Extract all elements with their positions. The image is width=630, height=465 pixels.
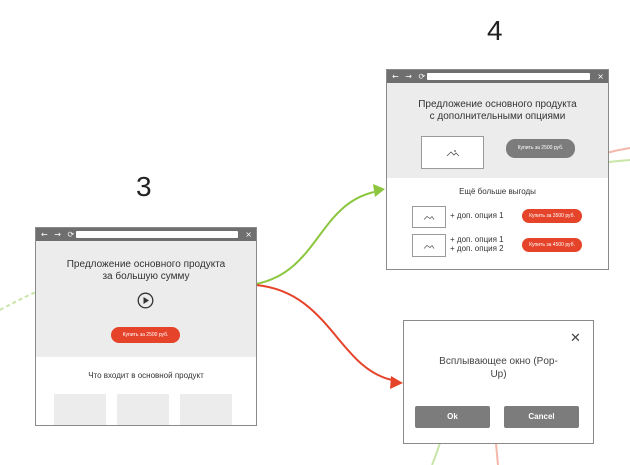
option1-image [412, 206, 446, 228]
close-icon[interactable]: × [597, 72, 604, 81]
option2-label-line1: + доп. опция 1 [450, 235, 504, 244]
step4-title-line2: с дополнительными опциями [429, 111, 566, 122]
faded-bottom-line-green [431, 442, 441, 465]
faded-bottom-line-red [495, 442, 499, 465]
play-icon[interactable] [137, 292, 154, 309]
image-icon [446, 149, 459, 156]
option2-image [412, 234, 446, 257]
step3-buy-button[interactable]: Купить за 2500 руб. [111, 327, 180, 343]
popup-text: Всплывающее окно (Pop- Up) [404, 355, 593, 381]
step3-section-title: Что входит в основной продукт [88, 371, 204, 380]
step4-section-title: Ещё больше выгоды [459, 187, 536, 196]
step3-title: Предложение основного продукта за большу… [36, 259, 256, 283]
step-number-3: 3 [136, 171, 152, 202]
popup-window: ✕ Всплывающее окно (Pop- Up) Ok Cancel [403, 320, 594, 444]
step4-hero: Предложение основного продукта с дополни… [387, 83, 608, 178]
content-tile [54, 394, 106, 425]
image-icon [423, 215, 435, 220]
step4-title: Предложение основного продукта с дополни… [387, 99, 608, 123]
red-arrow-head [390, 376, 403, 389]
faded-entry-line [0, 291, 37, 311]
image-placeholder [421, 136, 484, 169]
address-bar[interactable] [76, 231, 238, 238]
option1-buy-button[interactable]: Купить за 3500 руб. [522, 209, 582, 223]
step4-title-line1: Предложение основного продукта [418, 99, 577, 110]
content-tile [117, 394, 169, 425]
step4-buy-button[interactable]: Купить за 2500 руб. [506, 139, 575, 158]
popup-text-line2: Up) [490, 369, 507, 380]
option2-label: + доп. опция 1 + доп. опция 2 [450, 235, 504, 253]
cancel-button[interactable]: Cancel [504, 406, 579, 428]
address-bar[interactable] [427, 73, 590, 80]
image-icon [423, 244, 435, 249]
popup-close-icon[interactable]: ✕ [570, 331, 581, 346]
option2-label-line2: + доп. опция 2 [450, 244, 504, 253]
browser-nav-icons[interactable]: ← → ⟳ [41, 230, 77, 239]
step4-browser-window: ← → ⟳ × Предложение основного продукта с… [386, 69, 609, 270]
option2-buy-button[interactable]: Купить за 4500 руб. [522, 238, 582, 252]
green-arrow-head [373, 184, 385, 197]
green-arrow-line [255, 191, 375, 285]
step-number-4: 4 [487, 15, 503, 46]
popup-text-line1: Всплывающее окно (Pop- [439, 356, 558, 367]
step3-browser-bar: ← → ⟳ × [36, 228, 256, 241]
step3-hero: Предложение основного продукта за большу… [36, 241, 256, 357]
option1-label: + доп. опция 1 [450, 211, 504, 220]
browser-nav-icons[interactable]: ← → ⟳ [392, 72, 428, 81]
red-arrow-line [255, 284, 393, 381]
content-tile [180, 394, 232, 425]
step3-title-line2: за большую сумму [102, 271, 190, 282]
step3-title-line1: Предложение основного продукта [66, 259, 226, 270]
step4-browser-bar: ← → ⟳ × [387, 70, 608, 83]
ok-button[interactable]: Ok [415, 406, 490, 428]
close-icon[interactable]: × [245, 230, 252, 239]
step3-browser-window: ← → ⟳ × Предложение основного продукта з… [35, 227, 257, 426]
